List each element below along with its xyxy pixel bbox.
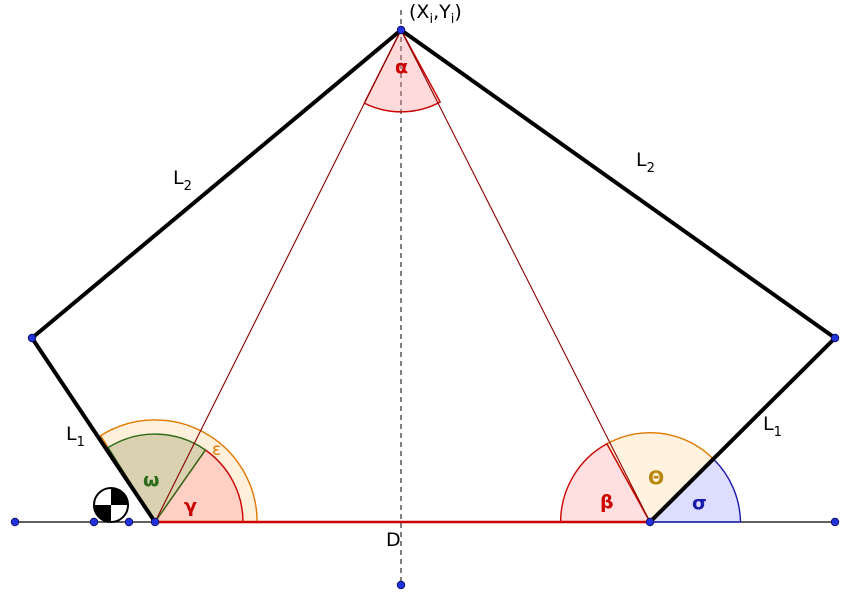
label-l1-right: L1 bbox=[763, 413, 782, 440]
angle-beta-sector bbox=[559, 442, 652, 523]
label-sigma: σ bbox=[692, 492, 707, 514]
point-base-far-right bbox=[830, 517, 840, 527]
label-l2-right: L2 bbox=[636, 149, 655, 176]
points bbox=[10, 25, 840, 590]
label-d: D bbox=[386, 529, 401, 551]
point-com-left bbox=[89, 517, 99, 527]
point-base-far-left bbox=[10, 517, 20, 527]
angle-theta-sector bbox=[605, 431, 715, 524]
link-l2-right bbox=[399, 28, 837, 340]
label-l2-left: L2 bbox=[173, 167, 192, 194]
point-elbow-left bbox=[27, 333, 37, 343]
point-joint-left bbox=[150, 517, 160, 527]
point-joint-right bbox=[645, 517, 655, 527]
angle-omega-sector bbox=[107, 433, 207, 524]
point-axis-bottom bbox=[396, 580, 406, 590]
link-l1-left bbox=[30, 336, 157, 524]
label-epsilon: ε bbox=[212, 440, 221, 460]
point-elbow-right bbox=[830, 333, 840, 343]
label-gamma: γ bbox=[184, 495, 197, 517]
label-alpha: α bbox=[395, 56, 408, 78]
angle-alpha-sector bbox=[363, 28, 442, 113]
top-point-label: (Xi,Yi) bbox=[409, 1, 462, 27]
angle-gamma-sector bbox=[153, 449, 244, 523]
center-of-mass-icon bbox=[93, 487, 129, 523]
label-l1-left: L1 bbox=[66, 423, 85, 450]
label-beta: β bbox=[600, 491, 614, 513]
construction-line-right bbox=[400, 29, 651, 523]
label-omega: ω bbox=[143, 469, 160, 491]
link-l2-left bbox=[30, 28, 403, 340]
construction-line-left bbox=[154, 29, 402, 523]
link-l1-right bbox=[648, 336, 837, 524]
point-top-xi-yi bbox=[396, 25, 406, 35]
point-com-right bbox=[124, 517, 134, 527]
label-theta: Θ bbox=[648, 467, 664, 489]
